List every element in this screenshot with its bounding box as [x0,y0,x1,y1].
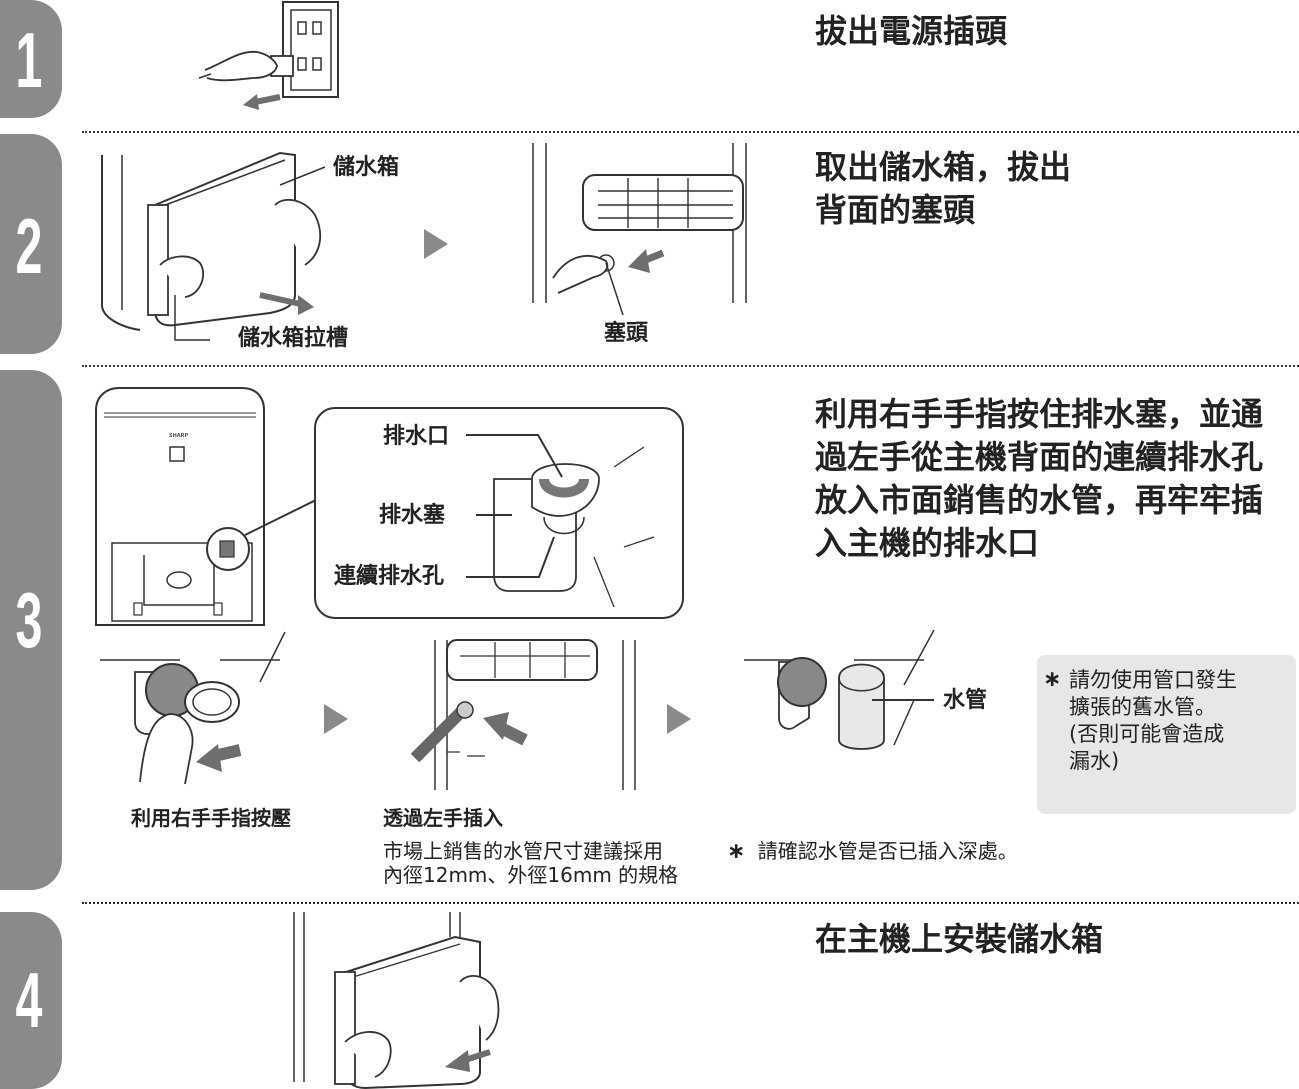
step-2-tab: 2 [0,134,62,354]
drain-plug-label: 排水塞 [379,503,446,528]
dehumidifier-illustration [95,387,323,626]
step-1-unplug-illustration [198,1,339,110]
step-4-number: 4 [15,956,43,1044]
hose-inserted-illustration [744,629,935,750]
step-3-tab: 3 [0,370,62,890]
confirm-note: ∗ 請確認水管是否已插入深處。 [727,839,1018,864]
warning-note-box: ∗ 請勿使用管口發生 擴張的舊水管。 (否則可能會造成 漏水) [1037,655,1296,814]
hose-label: 水管 [943,688,988,713]
next-arrow [324,704,348,734]
divider-2 [82,365,1299,367]
step-2-back-plug-illustration [532,143,747,316]
step-2-remove-tank-illustration [101,151,326,341]
step-4-tab: 4 [0,912,62,1089]
insert-caption: 透過左手插入 [383,806,503,830]
drain-hole-label: 連續排水孔 [334,564,445,589]
tank-slot-label: 儲水箱拉槽 [238,326,349,351]
asterisk-icon: ∗ [1043,667,1062,692]
next-arrow [667,704,691,734]
step-3-number: 3 [15,576,43,664]
divider-3 [82,902,1299,904]
tank-label: 儲水箱 [333,155,400,180]
step-1-number: 1 [15,16,43,104]
drain-detail-callout [314,407,684,619]
asterisk-icon: ∗ [727,839,746,864]
step-1-tab: 1 [0,0,62,118]
step-3-heading: 利用右手手指按住排水塞，並通 過左手從主機背面的連續排水孔 放入市面銷售的水管，… [815,395,1264,562]
step-4-install-tank-illustration [293,912,500,1089]
press-caption: 利用右手手指按壓 [131,806,291,830]
drain-outlet-label: 排水口 [383,424,450,449]
step-1-heading: 拔出電源插頭 [815,12,1008,50]
plug-label: 塞頭 [604,321,649,346]
press-plug-illustration [100,631,286,785]
hose-spec-note: 市場上銷售的水管尺寸建議採用 內徑12mm、外徑16mm 的規格 [383,839,679,887]
next-arrow [424,229,448,259]
brand-logo: SHARP [169,433,189,439]
insert-hose-illustration [410,639,636,790]
step-4-heading: 在主機上安裝儲水箱 [815,920,1104,958]
divider-1 [82,131,1299,133]
step-2-number: 2 [15,202,43,290]
step-2-heading: 取出儲水箱，拔出 背面的塞頭 [815,148,1072,229]
